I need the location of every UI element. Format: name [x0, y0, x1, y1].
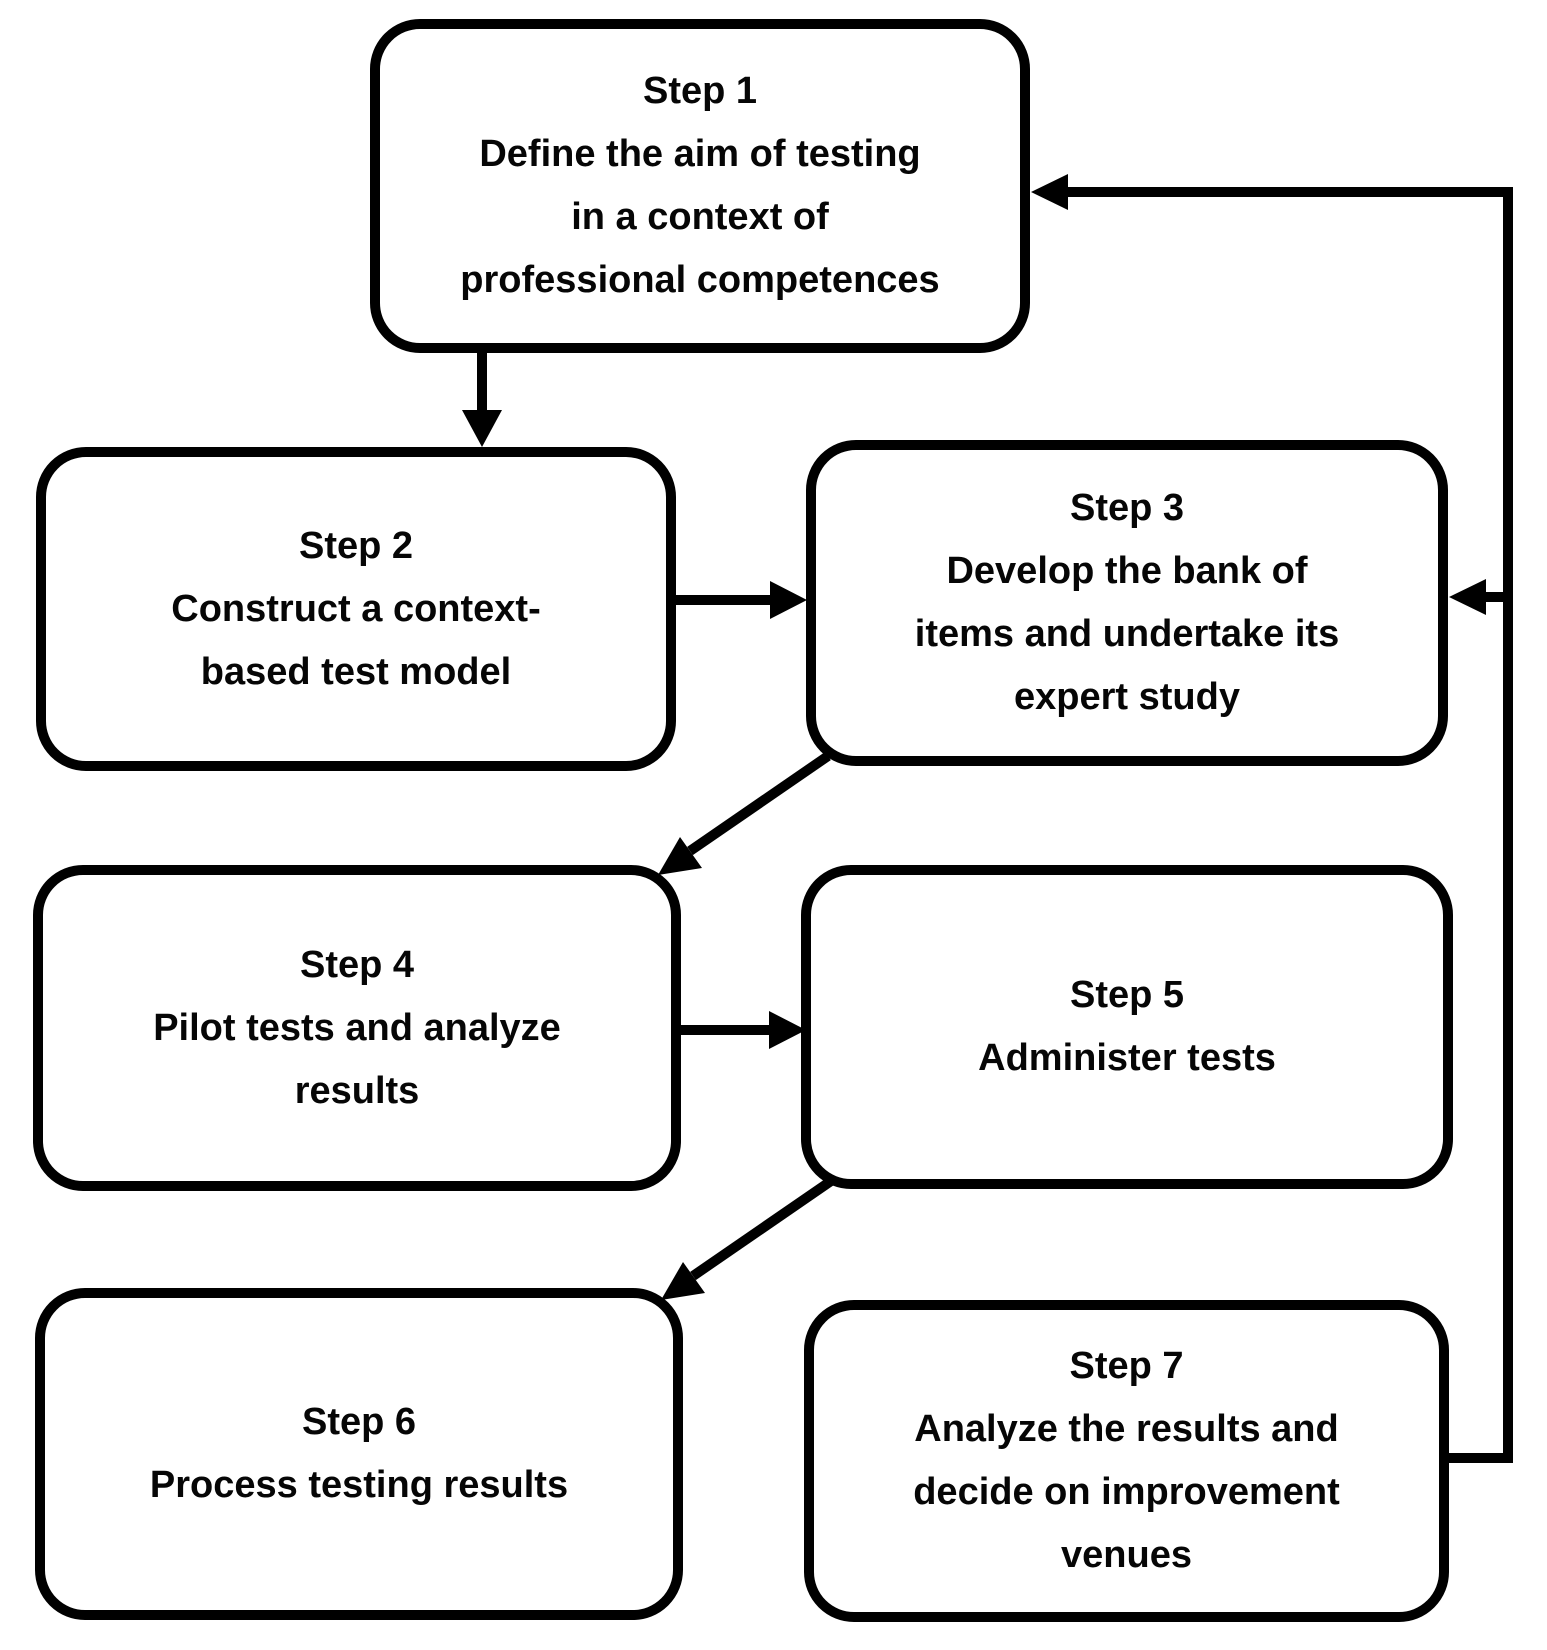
- arrow-step5-to-step6: [661, 1176, 834, 1300]
- node-step3: Step 3 Develop the bank of items and und…: [806, 440, 1448, 766]
- node-step3-line: items and undertake its: [914, 613, 1340, 655]
- node-step1-line: professional competences: [460, 259, 940, 301]
- node-step5-line: Step 5: [1069, 974, 1185, 1016]
- node-step5-line: Administer tests: [978, 1037, 1276, 1079]
- node-step6-line: Step 6: [301, 1401, 417, 1443]
- node-step4: Step 4 Pilot tests and analyze results: [33, 865, 681, 1191]
- arrow-step7-to-step1-feedback: [1031, 174, 1513, 1463]
- node-step5: Step 5 Administer tests: [801, 865, 1453, 1189]
- arrow-step4-to-step5: [673, 1011, 806, 1049]
- node-step1-line: in a context of: [571, 196, 829, 238]
- node-step7-line: Analyze the results and: [914, 1408, 1339, 1450]
- node-step4-line: Step 4: [299, 943, 415, 986]
- arrow-step2-to-step3: [668, 581, 807, 619]
- node-step1: Step 1 Define the aim of testing in a co…: [370, 19, 1030, 353]
- node-step7-line: Step 7: [1069, 1345, 1184, 1387]
- node-step4-line: results: [294, 1069, 420, 1112]
- node-step1-line: Define the aim of testing: [479, 133, 921, 175]
- node-step2-line: Construct a context-: [171, 587, 541, 630]
- node-step3-line: Develop the bank of: [946, 550, 1308, 592]
- node-step3-line: Step 3: [1069, 487, 1185, 529]
- node-step7-line: decide on improvement: [913, 1471, 1340, 1513]
- arrow-feedback-to-step3: [1449, 579, 1506, 615]
- node-step1-line: Step 1: [642, 70, 758, 112]
- node-step2-line: based test model: [200, 650, 512, 693]
- node-step6: Step 6 Process testing results: [35, 1288, 683, 1620]
- node-step4-line: Pilot tests and analyze: [153, 1006, 561, 1049]
- node-step6-line: Process testing results: [149, 1464, 569, 1506]
- node-step7: Step 7 Analyze the results and decide on…: [804, 1300, 1449, 1622]
- node-step2-line: Step 2: [298, 524, 414, 567]
- arrow-step1-to-step2: [462, 340, 502, 447]
- arrow-step3-to-step4: [658, 751, 831, 875]
- node-step3-line: expert study: [1014, 676, 1240, 718]
- node-step7-line: venues: [1061, 1534, 1192, 1576]
- node-step2: Step 2 Construct a context- based test m…: [36, 447, 676, 771]
